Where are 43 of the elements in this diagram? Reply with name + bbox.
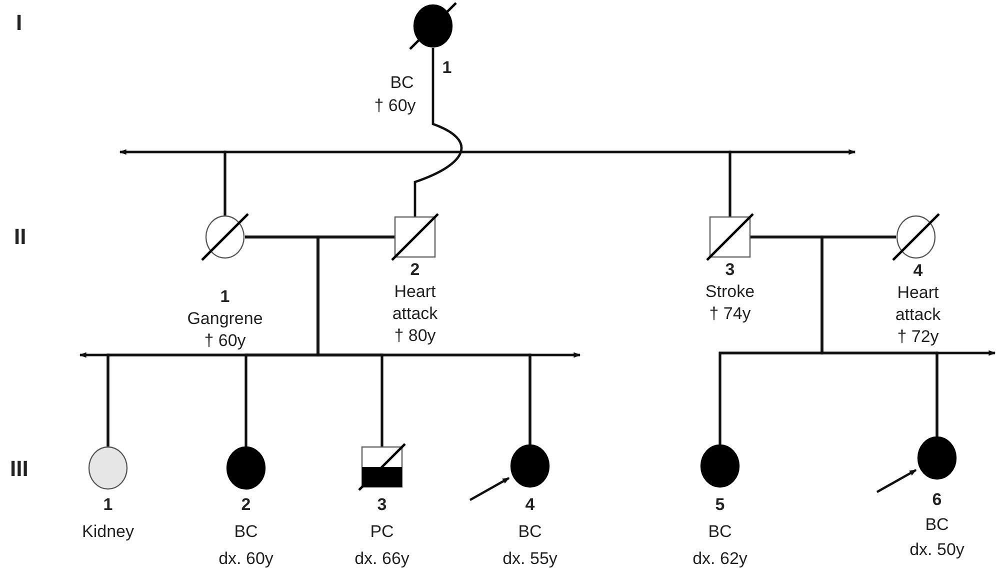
annotation-text: Stroke	[704, 281, 756, 303]
individual-number: 6	[931, 489, 943, 511]
annotation-text: dx. 60y	[218, 548, 274, 570]
arrow	[936, 350, 996, 438]
annotation-text: BC	[389, 72, 415, 94]
annotation-text: Kidney	[81, 521, 135, 543]
arrow	[528, 352, 581, 446]
annotation-text: Heart attack	[894, 282, 942, 326]
annotation-text: † 60y	[203, 330, 247, 352]
arrow	[728, 149, 856, 217]
individual-number: 4	[912, 260, 924, 282]
annotation-text: † 72y	[896, 326, 940, 348]
generation-label: I	[16, 9, 22, 37]
pedigree-line	[224, 150, 732, 217]
individual-number: 4	[524, 494, 536, 516]
annotation-text: dx. 66y	[354, 548, 410, 570]
annotation-text: BC	[517, 521, 543, 543]
annotation-text: † 80y	[393, 325, 437, 347]
individual-number: 3	[724, 259, 736, 281]
pedigree-line	[414, 48, 463, 217]
annotation-text: Gangrene	[186, 308, 264, 330]
individual-number: 1	[441, 57, 453, 79]
generation-label: III	[10, 455, 28, 483]
annotation-text: BC	[233, 521, 259, 543]
generation-label: II	[14, 223, 26, 251]
individual-number: 1	[219, 286, 231, 308]
arrow	[79, 352, 110, 448]
proband-arrow	[876, 468, 917, 494]
individual-number: 1	[102, 494, 114, 516]
annotation-text: Heart attack	[391, 281, 439, 325]
individual-number: 3	[376, 494, 388, 516]
annotation-text: dx. 62y	[692, 548, 748, 570]
annotation-text: dx. 50y	[908, 539, 966, 561]
annotation-text: † 74y	[708, 303, 752, 325]
annotation-text: BC	[924, 514, 950, 536]
individual-number: 2	[409, 259, 421, 281]
annotation-text: dx. 55y	[502, 548, 558, 570]
individual-number: 5	[714, 494, 726, 516]
annotation-text: PC	[369, 521, 395, 543]
annotation-text: BC	[707, 521, 733, 543]
individual-number: 2	[240, 494, 252, 516]
annotation-text: † 60y	[373, 95, 417, 117]
proband-arrow	[469, 476, 510, 502]
